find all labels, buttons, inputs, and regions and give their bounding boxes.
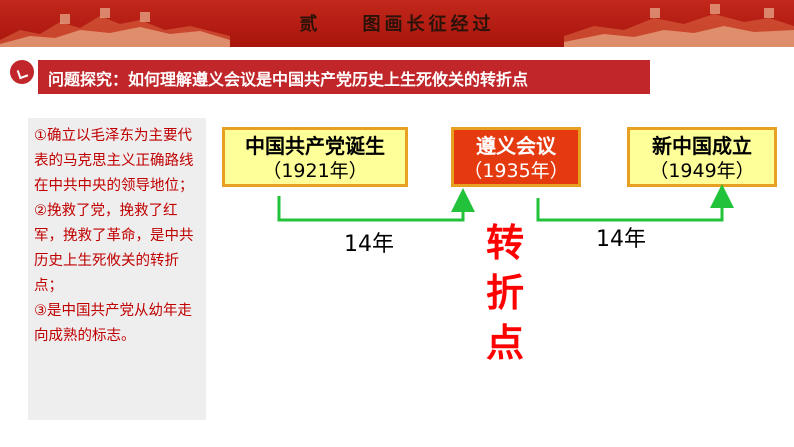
event-name: 中国共产党诞生 [245,134,385,158]
interval-label-2: 14年 [596,227,646,252]
section-title: 贰 图画长征经过 [299,14,495,35]
conclusion-panel: ①确立以毛泽东为主要代表的马克思主义正确路线在中共中央的领导地位； ②挽救了党，… [28,118,206,420]
turning-point-label: 转 折 点 [482,218,528,368]
event-name: 遵义会议 [476,134,556,158]
event-year: （1921年） [262,160,368,182]
event-year: （1935年） [463,160,569,182]
event-name: 新中国成立 [652,134,752,158]
turning-point-char: 转 [485,221,524,265]
interval-label-1: 14年 [344,232,394,257]
turning-point-char: 折 [485,271,524,315]
conclusion-point-3: ③是中国共产党从幼年走向成熟的标志。 [34,303,192,344]
great-wall-decoration-right [564,4,794,47]
conclusion-point-2: ②挽救了党，挽救了红军，挽救了革命，是中共历史上生死攸关的转折点； [34,203,194,294]
interval-arrow-1 [277,188,475,222]
interval-arrow-2 [536,184,734,222]
turning-point-char: 点 [485,321,524,365]
header-banner: 贰 图画长征经过 [0,0,794,47]
question-text: 问题探究：如何理解遵义会议是中国共产党历史上生死攸关的转折点 [48,70,529,89]
event-box-zunyi-meeting: 遵义会议 （1935年） [451,127,581,187]
event-box-prc-founding: 新中国成立 （1949年） [627,127,777,187]
great-wall-decoration-left [0,8,230,47]
conclusion-point-1: ①确立以毛泽东为主要代表的马克思主义正确路线在中共中央的领导地位； [34,128,194,194]
question-bar: 问题探究：如何理解遵义会议是中国共产党历史上生死攸关的转折点 [38,60,650,94]
event-box-party-founding: 中国共产党诞生 （1921年） [222,127,408,187]
event-year: （1949年） [649,160,755,182]
bullet-icon [10,60,34,84]
